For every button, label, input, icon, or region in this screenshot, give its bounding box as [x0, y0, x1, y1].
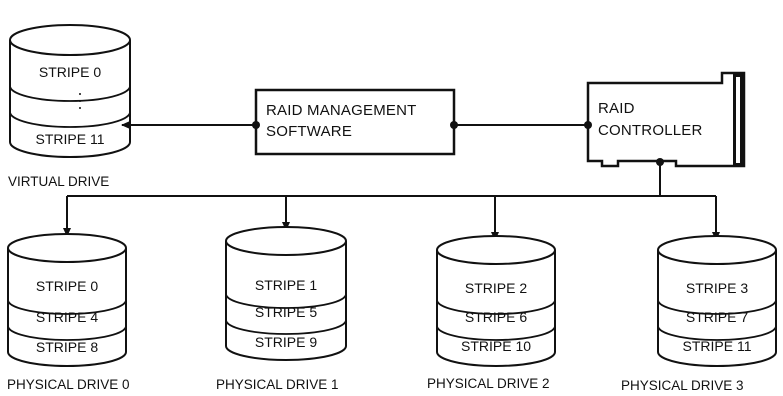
- virtual-drive-body: [9, 40, 131, 158]
- controller-label-line1: RAID: [598, 100, 635, 117]
- physical-drive-top: [7, 233, 127, 263]
- virtual-drive-stripe: STRIPE 0: [39, 64, 101, 80]
- virtual-drive: STRIPE 0 STRIPE 11 VIRTUAL DRIVE: [8, 24, 131, 189]
- stripe-label: STRIPE 2: [465, 280, 527, 296]
- physical-drive-caption: PHYSICAL DRIVE 3: [621, 378, 744, 393]
- controller-label-line2: CONTROLLER: [598, 122, 703, 139]
- raid-controller-card: RAID CONTROLLER: [586, 71, 746, 168]
- virtual-drive-top: [9, 24, 131, 56]
- physical-drive-divider: [225, 293, 347, 309]
- physical-drive-top: [225, 226, 347, 256]
- physical-drive-divider: [657, 299, 777, 315]
- stripe-label: STRIPE 8: [36, 339, 98, 355]
- raid-management-software-box: RAID MANAGEMENT SOFTWARE: [254, 88, 456, 156]
- stripe-label: STRIPE 11: [683, 338, 752, 354]
- physical-drive-2: STRIPE 2 STRIPE 6 STRIPE 10 PHYSICAL DRI…: [427, 235, 556, 391]
- controller-board: [586, 71, 746, 168]
- physical-drive-0: STRIPE 0 STRIPE 4 STRIPE 8 PHYSICAL DRIV…: [7, 233, 130, 392]
- connector-dot: [584, 121, 592, 129]
- stripe-label: STRIPE 6: [465, 309, 527, 325]
- physical-drive-body: [436, 250, 556, 367]
- connectors: [63, 121, 720, 241]
- physical-drive-divider: [436, 325, 556, 341]
- ellipsis-dot: [79, 107, 81, 109]
- physical-drive-divider: [657, 325, 777, 341]
- software-box-label-line1: RAID MANAGEMENT: [266, 102, 417, 119]
- stripe-label: STRIPE 7: [686, 309, 748, 325]
- physical-drive-body: [7, 248, 127, 367]
- stripe-label: STRIPE 9: [255, 334, 317, 350]
- stripe-label: STRIPE 10: [461, 338, 531, 354]
- stripe-label: STRIPE 1: [255, 277, 317, 293]
- physical-drive-divider: [7, 299, 127, 315]
- virtual-drive-divider: [9, 111, 131, 128]
- physical-drive-3: STRIPE 3 STRIPE 7 STRIPE 11 PHYSICAL DRI…: [621, 235, 777, 393]
- stripe-label: STRIPE 0: [36, 278, 98, 294]
- connector-dot: [450, 121, 458, 129]
- ellipsis-dot: [79, 93, 81, 95]
- physical-drive-divider: [7, 325, 127, 341]
- virtual-drive-stripe: STRIPE 11: [36, 131, 105, 147]
- software-box-frame: [254, 88, 456, 156]
- stripe-label: STRIPE 4: [36, 309, 98, 325]
- physical-drive-caption: PHYSICAL DRIVE 0: [7, 377, 130, 392]
- controller-bracket-slot: [736, 77, 740, 163]
- stripe-label: STRIPE 3: [686, 280, 748, 296]
- physical-drive-caption: PHYSICAL DRIVE 1: [216, 377, 339, 392]
- virtual-drive-divider: [9, 85, 131, 102]
- software-box-label-line2: SOFTWARE: [266, 123, 352, 140]
- physical-drive-caption: PHYSICAL DRIVE 2: [427, 376, 550, 391]
- physical-drive-divider: [436, 299, 556, 315]
- virtual-drive-caption: VIRTUAL DRIVE: [8, 174, 109, 189]
- physical-drive-divider: [225, 319, 347, 335]
- ellipsis-dot: [79, 100, 81, 102]
- physical-drive-body: [657, 250, 777, 367]
- physical-drive-1: STRIPE 1 STRIPE 5 STRIPE 9 PHYSICAL DRIV…: [216, 226, 347, 392]
- physical-drive-body: [225, 241, 347, 361]
- physical-drive-top: [657, 235, 777, 265]
- stripe-label: STRIPE 5: [255, 304, 317, 320]
- connector-dot: [252, 121, 260, 129]
- physical-drive-top: [436, 235, 556, 265]
